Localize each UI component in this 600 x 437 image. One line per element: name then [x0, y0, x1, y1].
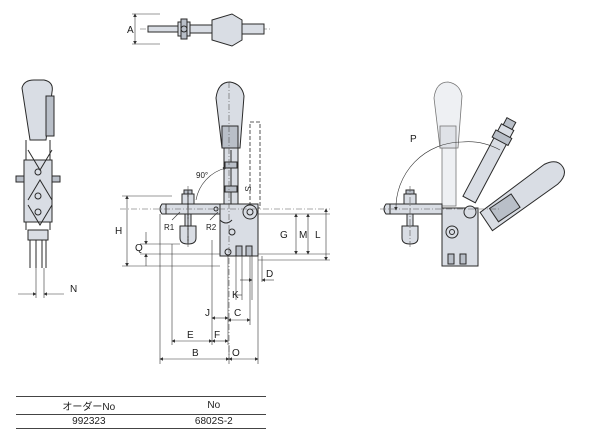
dim-label-d: D — [266, 269, 273, 280]
dim-label-angle: 90° — [196, 171, 208, 180]
dim-label-q: Q — [135, 243, 143, 254]
open-position-view: P — [380, 81, 565, 267]
dim-label-p: P — [410, 134, 417, 145]
front-view: 90° R1 R2 S H Q G M L D — [115, 81, 330, 364]
table-row: 992323 6802S-2 — [16, 415, 266, 429]
dim-label-e: E — [187, 330, 194, 341]
dim-label-s: S — [243, 186, 252, 191]
dim-label-l: L — [315, 230, 321, 241]
table-header-row: オーダーNo No — [16, 396, 266, 415]
dim-label-n: N — [70, 284, 77, 295]
dim-label-b: B — [192, 348, 199, 359]
cell-order-no: 992323 — [72, 416, 106, 427]
spec-table: オーダーNo No 992323 6802S-2 — [16, 396, 266, 429]
header-no: No — [207, 400, 221, 411]
dim-label-k: K — [232, 290, 239, 301]
dim-label-f: F — [214, 330, 220, 341]
dim-label-r2: R2 — [206, 223, 217, 232]
side-view: N — [15, 79, 77, 298]
dim-label-a: A — [127, 25, 134, 36]
dim-label-m: M — [299, 230, 307, 241]
header-order-no: オーダーNo — [62, 402, 116, 413]
dim-label-h: H — [115, 226, 122, 237]
dim-label-c: C — [234, 308, 241, 319]
top-view: A — [127, 13, 270, 47]
dim-label-o: O — [232, 348, 240, 359]
dim-label-g: G — [280, 230, 288, 241]
dim-label-r1: R1 — [164, 223, 175, 232]
dim-label-j: J — [205, 308, 210, 319]
cell-model-no: 6802S-2 — [194, 416, 233, 427]
